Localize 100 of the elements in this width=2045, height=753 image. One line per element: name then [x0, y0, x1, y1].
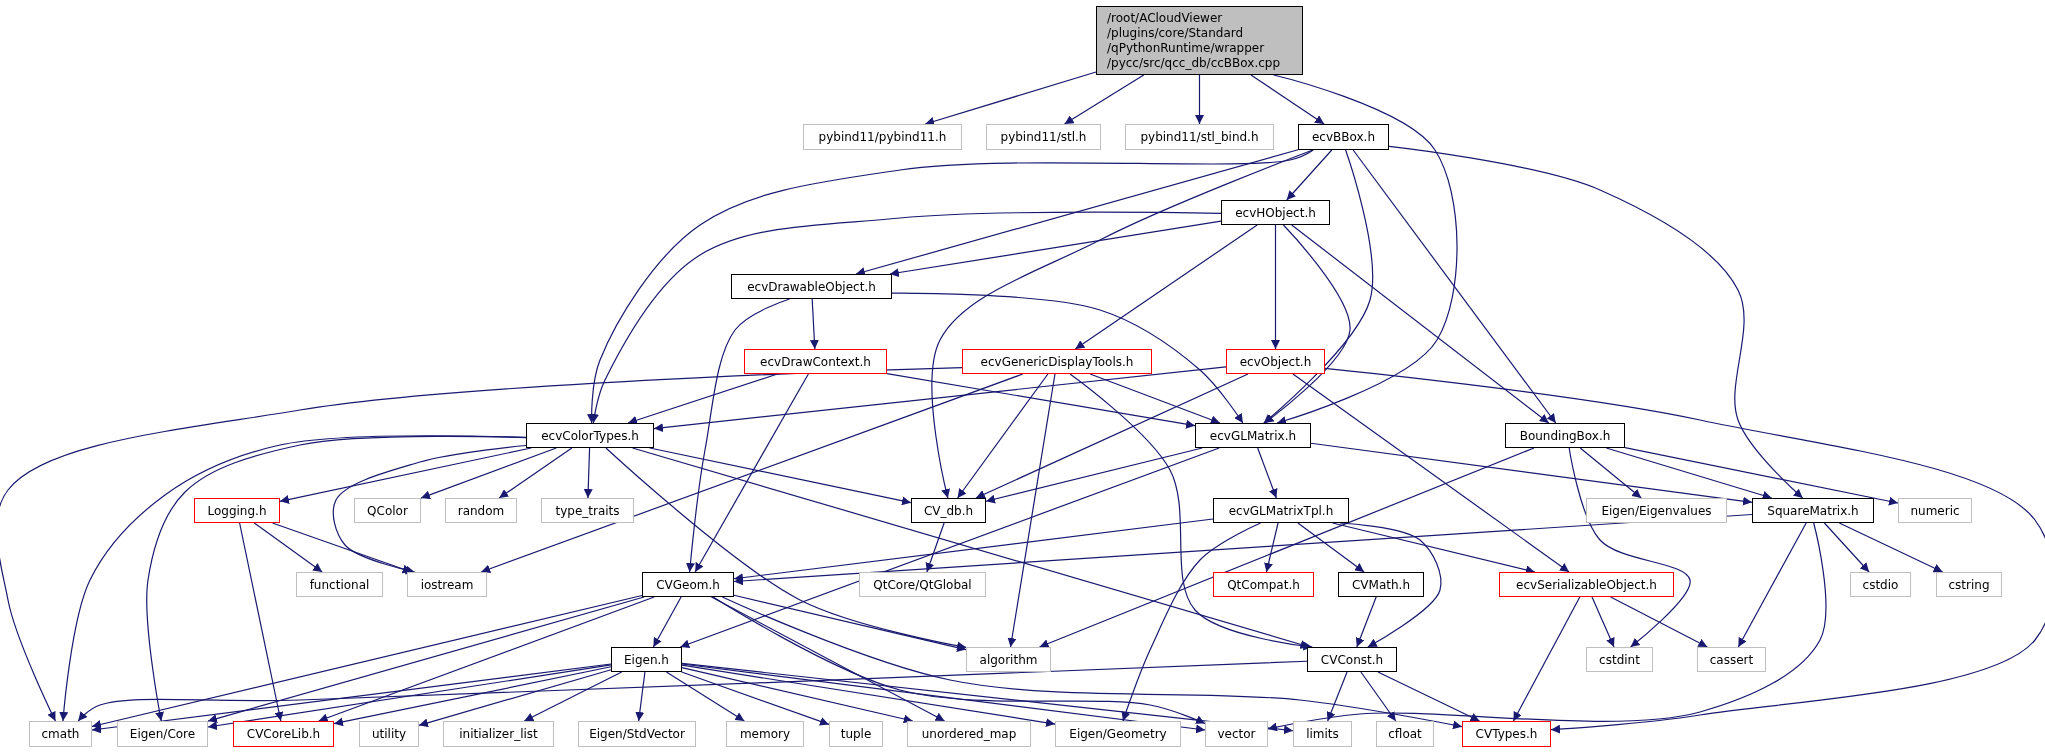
- include-arrow: [712, 596, 1206, 725]
- include-arrow: [1591, 596, 1615, 648]
- header-file-node: cstdio: [1850, 572, 1911, 597]
- include-arrow: [694, 373, 809, 573]
- include-arrow: [809, 298, 819, 350]
- include-arrow: [925, 522, 945, 573]
- include-arrow: [1377, 671, 1481, 722]
- include-arrow: [318, 596, 655, 723]
- include-arrow: [635, 671, 646, 722]
- include-arrow: [1624, 447, 1899, 506]
- include-arrow: [1069, 373, 1313, 651]
- include-arrow: [1823, 522, 1870, 573]
- header-file-node: CVGeom.h: [642, 572, 734, 597]
- include-arrow: [886, 373, 1196, 429]
- header-file-node: Eigen.h: [611, 647, 682, 672]
- header-file-node: cstdint: [1586, 647, 1653, 672]
- header-file-node: type_traits: [541, 498, 634, 523]
- header-file-node: ecvHObject.h: [1221, 200, 1330, 225]
- include-arrow: [1326, 671, 1348, 722]
- include-arrow: [855, 149, 1299, 276]
- include-arrow: [652, 596, 682, 648]
- include-arrow: [891, 292, 1244, 424]
- include-arrow: [523, 671, 623, 722]
- header-file-node: initializer_list: [443, 721, 554, 747]
- include-arrow: [665, 671, 745, 722]
- header-file-node: QColor: [354, 498, 421, 523]
- header-file-node: algorithm: [966, 647, 1051, 672]
- header-file-node: SquareMatrix.h: [1752, 498, 1874, 523]
- include-arrow: [91, 663, 612, 734]
- include-arrow: [653, 366, 1227, 433]
- include-arrow: [1038, 447, 1535, 648]
- include-arrow: [1121, 522, 1262, 722]
- include-arrow: [1264, 522, 1279, 573]
- include-arrow: [1291, 224, 1550, 424]
- include-arrow: [586, 149, 1314, 424]
- include-arrow: [681, 664, 1056, 728]
- include-arrow: [253, 522, 323, 573]
- include-arrow: [333, 666, 612, 727]
- include-arrow: [924, 71, 1097, 126]
- include-arrow: [1605, 447, 1773, 500]
- include-arrow: [1273, 74, 1458, 425]
- include-arrow: [1007, 373, 1056, 648]
- include-arrow: [686, 298, 791, 573]
- header-file-node: cfloat: [1376, 721, 1434, 747]
- include-arrow: [1737, 522, 1807, 648]
- include-arrow: [239, 522, 284, 722]
- include-arrow: [498, 447, 573, 499]
- include-arrow: [1195, 74, 1204, 125]
- header-file-node: cstring: [1936, 572, 2002, 597]
- include-arrow: [1257, 447, 1278, 499]
- include-arrow: [1310, 442, 1753, 506]
- include-arrow: [1063, 74, 1145, 125]
- include-arrow: [1089, 373, 1221, 425]
- header-file-node: cmath: [29, 721, 92, 747]
- include-arrow: [889, 220, 1222, 278]
- header-file-node: QtCore/QtGlobal: [859, 572, 986, 597]
- include-arrow: [1263, 149, 1374, 424]
- header-file-node: ecvObject.h: [1226, 349, 1325, 374]
- header-file-node: QtCompat.h: [1213, 572, 1314, 597]
- include-arrow: [931, 149, 1314, 499]
- include-arrow: [418, 669, 612, 728]
- header-file-node: CV_db.h: [911, 498, 986, 523]
- include-arrow: [679, 447, 1220, 649]
- header-file-node: cassert: [1697, 647, 1766, 672]
- header-file-node: ecvColorTypes.h: [526, 423, 654, 448]
- include-arrow: [146, 435, 527, 722]
- include-arrow: [1286, 149, 1333, 201]
- header-file-node: random: [445, 498, 517, 523]
- header-file-node: pybind11/stl_bind.h: [1125, 124, 1274, 150]
- include-arrow: [207, 664, 612, 731]
- header-file-node: Logging.h: [194, 498, 280, 523]
- header-file-node: ecvBBox.h: [1298, 124, 1389, 150]
- header-file-node: ecvGenericDisplayTools.h: [962, 349, 1152, 374]
- include-arrow: [985, 447, 1203, 504]
- header-file-node: ecvSerializableObject.h: [1499, 572, 1674, 597]
- source-file-node: /root/ACloudViewer /plugins/core/Standard /qPythonRuntime/wrapper /pycc/src/qcc_db/ccBBox.cpp: [1096, 6, 1303, 75]
- include-arrow: [1610, 596, 1708, 648]
- include-arrow: [605, 447, 967, 651]
- header-file-node: ecvDrawContext.h: [744, 349, 887, 374]
- include-arrow: [279, 447, 532, 504]
- header-file-node: CVCoreLib.h: [233, 721, 334, 747]
- include-arrow: [207, 596, 645, 723]
- include-arrow: [1267, 522, 1827, 732]
- header-file-node: utility: [359, 721, 419, 747]
- header-file-node: unordered_map: [907, 721, 1031, 747]
- include-arrow: [681, 663, 1206, 734]
- include-arrow: [0, 367, 963, 722]
- include-arrow: [957, 373, 1049, 499]
- include-arrow: [420, 447, 557, 500]
- include-arrow: [1360, 671, 1397, 722]
- include-arrow: [681, 667, 914, 724]
- include-arrow: [1250, 74, 1325, 125]
- include-arrow: [1838, 522, 1944, 573]
- header-file-node: CVConst.h: [1307, 647, 1397, 672]
- header-file-node: Eigen/Core: [117, 721, 208, 747]
- include-arrow: [590, 211, 1222, 424]
- include-arrow: [681, 671, 830, 726]
- header-file-node: numeric: [1898, 498, 1972, 523]
- include-arrow: [1512, 596, 1581, 722]
- header-file-node: memory: [726, 721, 804, 747]
